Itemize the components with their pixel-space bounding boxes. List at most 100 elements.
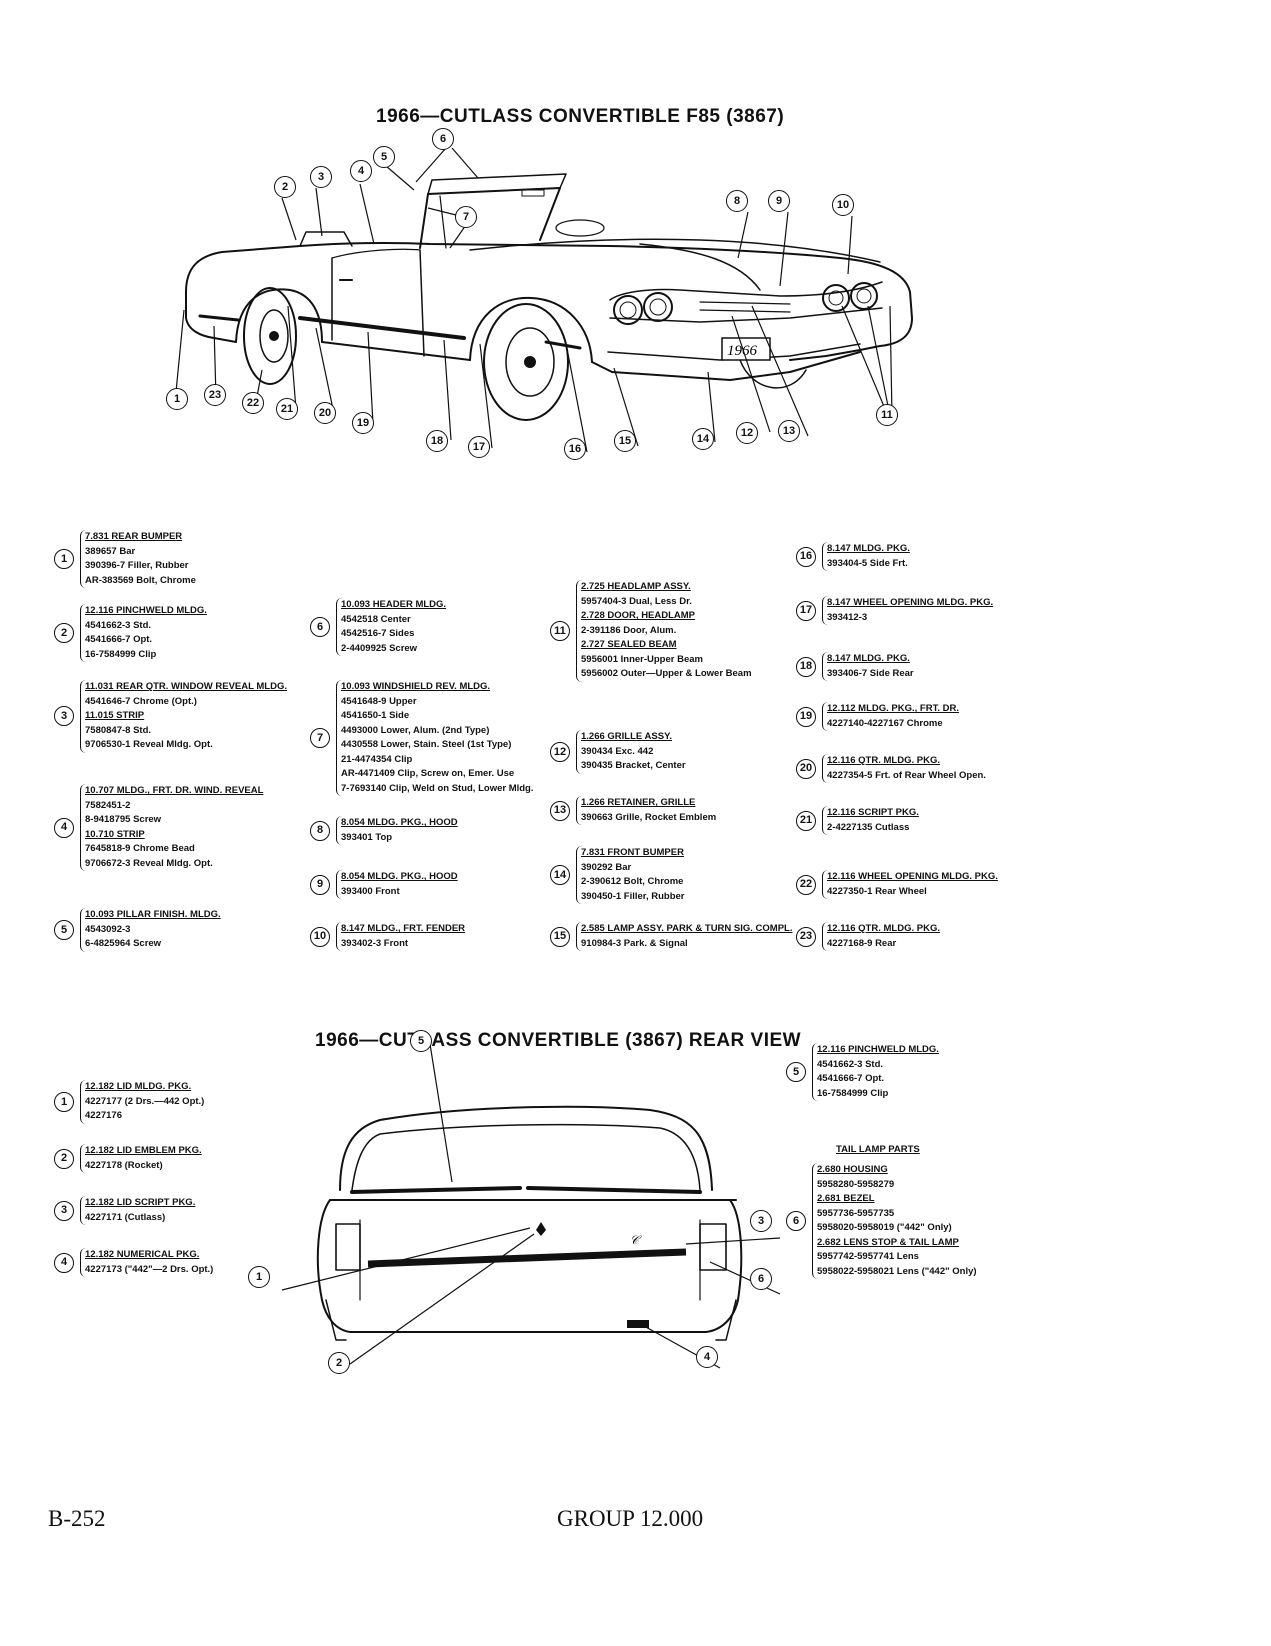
- front-legend-number-19: 19: [796, 706, 816, 727]
- part-number-line: 4227177 (2 Drs.—442 Opt.): [85, 1095, 205, 1107]
- part-number-line: 4227173 ("442"—2 Drs. Opt.): [85, 1263, 214, 1275]
- front-legend-number-16: 16: [796, 546, 816, 567]
- front-callout-13: 13: [778, 420, 800, 442]
- part-number-line: 393401 Top: [341, 831, 393, 843]
- part-number-line: 393412-3: [827, 611, 868, 623]
- part-group-heading: 2.727 SEALED BEAM: [581, 639, 677, 650]
- part-number-line: 393400 Front: [341, 885, 400, 897]
- front-legend-number-11: 11: [550, 620, 570, 641]
- tail-lamp-heading: TAIL LAMP PARTS: [836, 1144, 920, 1155]
- rear-callout-5: 5: [410, 1030, 432, 1052]
- part-number-line: 9706672-3 Reveal Mldg. Opt.: [85, 857, 213, 869]
- front-callout-10: 10: [832, 194, 854, 216]
- part-group-heading: 10.093 HEADER MLDG.: [341, 599, 447, 610]
- part-group-heading: 2.682 LENS STOP & TAIL LAMP: [817, 1236, 959, 1248]
- part-number-line: 21-4474354 Clip: [341, 753, 413, 765]
- part-number-line: 2-390612 Bolt, Chrome: [581, 876, 684, 887]
- part-number-line: 4541650-1 Side: [341, 710, 410, 721]
- rear-callout-2: 2: [328, 1352, 350, 1374]
- part-group-heading: 10.707 MLDG., FRT. DR. WIND. REVEAL: [85, 785, 264, 796]
- part-group-heading: 1.266 GRILLE ASSY.: [581, 731, 672, 742]
- part-number-line: 16-7584999 Clip: [817, 1087, 889, 1099]
- part-number-line: 4541646-7 Chrome (Opt.): [85, 695, 197, 707]
- front-callout-5: 5: [373, 146, 395, 168]
- part-number-line: 393402-3 Front: [341, 937, 409, 949]
- part-number-line: 389657 Bar: [85, 545, 136, 557]
- part-group-heading: 7.831 FRONT BUMPER: [581, 847, 684, 858]
- license-plate-text: 1966: [727, 343, 758, 359]
- front-legend-number-5: 5: [54, 919, 74, 940]
- part-number-line: 4541662-3 Std.: [85, 619, 152, 631]
- part-number-line: AR-383569 Bolt, Chrome: [85, 574, 196, 586]
- part-number-line: 4227171 (Cutlass): [85, 1211, 166, 1223]
- part-number-line: 5956002 Outer—Upper & Lower Beam: [581, 668, 752, 679]
- rear-callout-4: 4: [696, 1346, 718, 1368]
- part-number-line: 390396-7 Filler, Rubber: [85, 560, 189, 571]
- front-callout-8: 8: [726, 190, 748, 212]
- front-legend-number-12: 12: [550, 741, 570, 762]
- part-number-line: 4227176: [85, 1110, 122, 1121]
- front-callout-7: 7: [455, 206, 477, 228]
- part-group-heading: 8.147 MLDG. PKG.: [827, 543, 910, 554]
- part-number-line: 5957736-5957735: [817, 1207, 895, 1219]
- front-view-title: 1966—CUTLASS CONVERTIBLE F85 (3867): [376, 106, 785, 127]
- part-number-line: 5957742-5957741 Lens: [817, 1251, 919, 1262]
- tail-lamp-legend-number-6: 6: [786, 1211, 806, 1231]
- front-callout-17: 17: [468, 436, 490, 458]
- part-number-line: 4430558 Lower, Stain. Steel (1st Type): [341, 739, 512, 750]
- cutlass-script-mark: 𝒞: [630, 1233, 642, 1247]
- front-callout-20: 20: [314, 402, 336, 424]
- page-number: B-252: [48, 1506, 106, 1531]
- part-group-heading: 12.116 QTR. MLDG. PKG.: [827, 755, 940, 766]
- rear-legend-number-3: 3: [54, 1200, 74, 1221]
- part-number-line: 4541666-7 Opt.: [85, 634, 153, 645]
- part-group-heading: 12.116 PINCHWELD MLDG.: [817, 1044, 939, 1055]
- part-number-line: 4227178 (Rocket): [85, 1159, 163, 1171]
- part-number-line: 9706530-1 Reveal Mldg. Opt.: [85, 739, 213, 750]
- part-number-line: 7645818-9 Chrome Bead: [85, 843, 195, 854]
- front-legend-number-18: 18: [796, 656, 816, 677]
- front-legend-number-15: 15: [550, 926, 570, 947]
- part-group-heading: 12.182 LID MLDG. PKG.: [85, 1081, 192, 1092]
- front-legend-number-7: 7: [310, 728, 330, 748]
- part-number-line: 390663 Grille, Rocket Emblem: [581, 811, 717, 823]
- front-callout-18: 18: [426, 430, 448, 452]
- front-callout-15: 15: [614, 430, 636, 452]
- front-callout-2: 2: [274, 176, 296, 198]
- front-legend-number-21: 21: [796, 810, 816, 831]
- numerical-emblem: [627, 1320, 649, 1328]
- part-number-line: 4227354-5 Frt. of Rear Wheel Open.: [827, 769, 986, 781]
- front-legend-number-10: 10: [310, 926, 330, 947]
- part-number-line: 4541666-7 Opt.: [817, 1073, 885, 1084]
- part-number-line: 4227168-9 Rear: [827, 937, 897, 949]
- part-number-line: 4541648-9 Upper: [341, 695, 417, 707]
- part-group-heading: 12.116 PINCHWELD MLDG.: [85, 605, 207, 616]
- part-number-line: 393404-5 Side Frt.: [827, 557, 908, 569]
- front-legend-number-2: 2: [54, 623, 74, 643]
- front-callout-23: 23: [204, 384, 226, 406]
- front-callout-19: 19: [352, 412, 374, 434]
- part-number-line: 4542518 Center: [341, 613, 411, 625]
- front-legend-number-3: 3: [54, 706, 74, 727]
- part-number-line: 393406-7 Side Rear: [827, 667, 914, 679]
- part-number-line: 6-4825964 Screw: [85, 938, 162, 949]
- part-group-heading: 12.182 LID SCRIPT PKG.: [85, 1197, 196, 1208]
- car-rear-view-illustration: [316, 1105, 743, 1341]
- front-callout-22: 22: [242, 392, 264, 414]
- part-number-line: 390434 Exc. 442: [581, 745, 654, 757]
- part-group-heading: 12.116 QTR. MLDG. PKG.: [827, 923, 940, 934]
- part-group-heading: 12.116 SCRIPT PKG.: [827, 807, 919, 818]
- front-callout-14: 14: [692, 428, 714, 450]
- front-legend-number-13: 13: [550, 800, 570, 821]
- rear-legend-number-5: 5: [786, 1062, 806, 1082]
- front-legend-number-20: 20: [796, 758, 816, 779]
- part-number-line: 8-9418795 Screw: [85, 814, 162, 825]
- part-group-heading: 8.147 WHEEL OPENING MLDG. PKG.: [827, 597, 994, 608]
- rear-legend-number-4: 4: [54, 1252, 74, 1273]
- rear-callout-1: 1: [248, 1266, 270, 1288]
- part-group-heading: 10.710 STRIP: [85, 828, 145, 840]
- part-group-heading: 11.015 STRIP: [85, 710, 145, 721]
- part-number-line: 390435 Bracket, Center: [581, 760, 686, 771]
- part-group-heading: 12.112 MLDG. PKG., FRT. DR.: [827, 703, 959, 714]
- part-number-line: 5957404-3 Dual, Less Dr.: [581, 595, 692, 607]
